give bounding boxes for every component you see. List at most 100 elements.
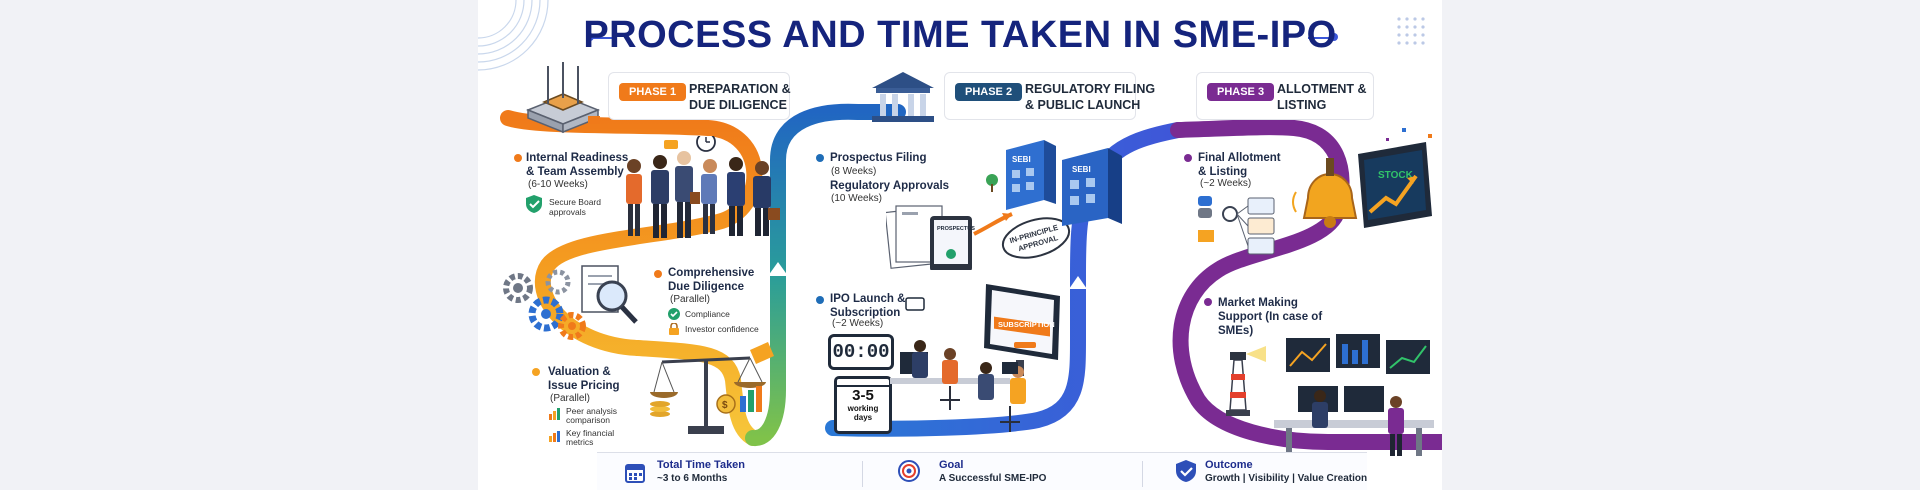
phase-3-step-2-bullet: [1204, 298, 1212, 306]
phase-1-step-1-note-2: approvals: [549, 207, 586, 217]
step-8-line2: Support (In case of: [1218, 311, 1323, 323]
phase-1-header: PHASE 1 PREPARATION & DUE DILIGENCE: [608, 72, 791, 120]
calendar-icon: [625, 464, 645, 483]
sebi-label-2: SEBI: [1072, 165, 1091, 174]
stock-screen-text: STOCK: [1378, 170, 1414, 181]
phase-2-title: REGULATORY FILING & PUBLIC LAUNCH: [1025, 81, 1155, 113]
gears-magnifier-icon: [503, 265, 638, 340]
step-8-line1: Market Making: [1218, 297, 1298, 309]
title-line-right: [1308, 37, 1334, 39]
title-line-left: [588, 37, 614, 39]
bank-building-icon: [872, 72, 934, 122]
phase-1-step-3-duration: (Parallel): [550, 393, 591, 404]
phase-1-step-1-duration: (6-10 Weeks): [528, 179, 588, 190]
phase-1-step-1-title: Internal Readiness & Team Assembly: [526, 151, 628, 179]
phase-2-step-3-duration: (~2 Weeks): [832, 318, 884, 329]
step-6-line2: Subscription: [830, 307, 901, 319]
phase-1-title: PREPARATION & DUE DILIGENCE: [689, 81, 791, 113]
phase-3-step-1-duration: (~2 Weeks): [1200, 178, 1252, 189]
phase-2-step-1-title: Prospectus Filing: [830, 152, 927, 164]
phase-3-step-2-title: Market Making Support (In case of SMEs): [1218, 296, 1322, 338]
step-7-line1: Final Allotment: [1198, 152, 1281, 164]
title-dot-left: [586, 33, 594, 41]
target-icon: [898, 460, 920, 482]
phase-2-step-1-duration: (8 Weeks): [831, 166, 877, 177]
title-dot-right: [1330, 33, 1338, 41]
decorative-arcs: [478, 0, 549, 71]
page-title: PROCESS AND TIME TAKEN IN SME-IPO: [583, 14, 1337, 56]
shield-check-icon: [1176, 460, 1196, 482]
allotment-listing-illustration: STOCK: [1198, 128, 1432, 255]
phase-3-step-1-title: Final Allotment & Listing: [1198, 151, 1281, 179]
footer-total-time-value: ~3 to 6 Months: [657, 473, 728, 484]
phase-1-step-3-note-4: metrics: [566, 437, 594, 447]
calendar-working: working: [847, 404, 879, 413]
phase-1-step-3-title: Valuation & Issue Pricing: [548, 365, 620, 393]
footer-outcome-value: Growth | Visibility | Value Creation: [1205, 473, 1368, 484]
phase-2-tag: PHASE 2: [955, 83, 1023, 101]
phase-1-tag: PHASE 1: [619, 83, 687, 101]
regulatory-documents-illustration: PROSPECTUS IN-PRINCIPLE APPROVAL SEBI SE…: [886, 140, 1122, 270]
step-3-line1: Valuation &: [548, 366, 611, 378]
footer-divider-1: [862, 461, 863, 487]
phase-2-step-1-bullet: [816, 154, 824, 162]
check-circle-icon: [668, 308, 680, 320]
phase-2-step-2-title: Regulatory Approvals: [830, 180, 950, 192]
phase-2-step-3-title: IPO Launch & Subscription: [830, 292, 905, 320]
footer-goal-title: Goal: [939, 459, 964, 471]
phase-1-title-line2: DUE DILIGENCE: [689, 98, 787, 112]
phase-3-tag: PHASE 3: [1207, 83, 1275, 101]
team-people-illustration: [626, 136, 780, 238]
phase-3-header: PHASE 3 ALLOTMENT & LISTING: [1196, 72, 1374, 120]
phase-1-step-2-title: Comprehensive Due Diligence: [668, 266, 754, 294]
phase-2-title-line1: REGULATORY FILING: [1025, 82, 1156, 96]
step-8-line3: SMEs): [1218, 325, 1254, 337]
market-making-illustration: [1226, 334, 1434, 456]
summary-footer: Total Time Taken ~3 to 6 Months Goal A S…: [597, 452, 1367, 490]
phase-3-title: ALLOTMENT & LISTING: [1277, 81, 1367, 113]
step-7-line2: & Listing: [1198, 166, 1248, 178]
subscription-screen-text: SUBSCRIPTION: [998, 320, 1055, 329]
infographic-panel: PROCESS AND TIME TAKEN IN SME-IPO PHASE: [478, 0, 1442, 490]
phase-1-step-3-bullet: [532, 368, 540, 376]
footer-goal-value: A Successful SME-IPO: [939, 473, 1047, 484]
prospectus-label: PROSPECTUS: [937, 226, 975, 232]
balance-scale-icon: $: [650, 342, 774, 434]
calendar-days-word: days: [853, 413, 873, 422]
step-1-line2: & Team Assembly: [526, 166, 624, 178]
countdown-timer: 00:00: [828, 334, 894, 370]
phase-1-step-2-note-2: Investor confidence: [685, 324, 759, 334]
footer-total-time-title: Total Time Taken: [657, 459, 746, 471]
construction-building-icon: [525, 62, 601, 134]
step-2-line2: Due Diligence: [668, 281, 745, 293]
phase-1-step-3-note-3: Key financial: [566, 428, 615, 438]
footer-divider-2: [1142, 461, 1143, 487]
phase-1-step-2-duration: (Parallel): [670, 294, 711, 305]
phase-1-step-1-note-1: Secure Board: [549, 197, 601, 207]
phase-3-step-1-bullet: [1184, 154, 1192, 162]
decorative-dot-grid: [1397, 17, 1425, 45]
sebi-label-1: SEBI: [1012, 155, 1031, 164]
phase-2-step-3-bullet: [816, 296, 824, 304]
phase-1-step-1-bullet: [514, 154, 522, 162]
subscription-workstation-illustration: SUBSCRIPTION: [890, 284, 1060, 432]
calendar-card: 3-5 working days: [834, 376, 892, 434]
growth-chart-icon: [549, 431, 560, 442]
dollar-sign-glyph: $: [722, 400, 728, 411]
calendar-rings: [837, 379, 889, 387]
phase-2-step-2-duration: (10 Weeks): [831, 193, 882, 204]
bar-chart-icon: [549, 408, 560, 420]
calendar-days: 3-5: [852, 387, 874, 404]
phase-1-step-2-bullet: [654, 270, 662, 278]
phase-2-header: PHASE 2 REGULATORY FILING & PUBLIC LAUNC…: [944, 72, 1155, 120]
phase-1-step-3-note-2: comparison: [566, 415, 610, 425]
phase-1-step-2-note-1: Compliance: [685, 309, 730, 319]
phase-3-title-line2: LISTING: [1277, 98, 1327, 112]
step-2-line1: Comprehensive: [668, 267, 755, 279]
phase-1-step-3-note-1: Peer analysis: [566, 406, 618, 416]
footer-outcome-title: Outcome: [1205, 459, 1253, 471]
shield-check-icon: [526, 195, 542, 213]
step-3-line2: Issue Pricing: [548, 380, 620, 392]
phase-2-title-line2: & PUBLIC LAUNCH: [1025, 98, 1141, 112]
